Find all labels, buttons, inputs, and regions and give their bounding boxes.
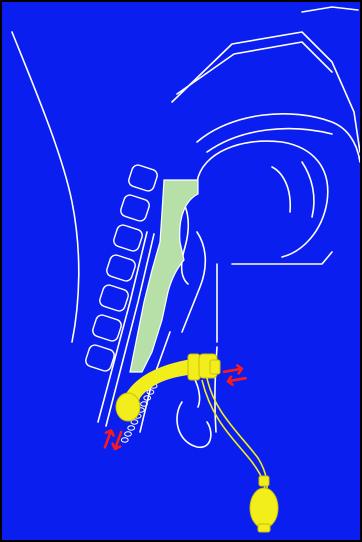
- pilot-balloon: [250, 488, 278, 528]
- trach-tube-cuff: [116, 393, 140, 421]
- pilot-valve: [259, 476, 269, 486]
- trach-flange: [188, 354, 200, 380]
- pilot-balloon-tip: [258, 524, 270, 532]
- trach-connector-cap: [210, 360, 220, 374]
